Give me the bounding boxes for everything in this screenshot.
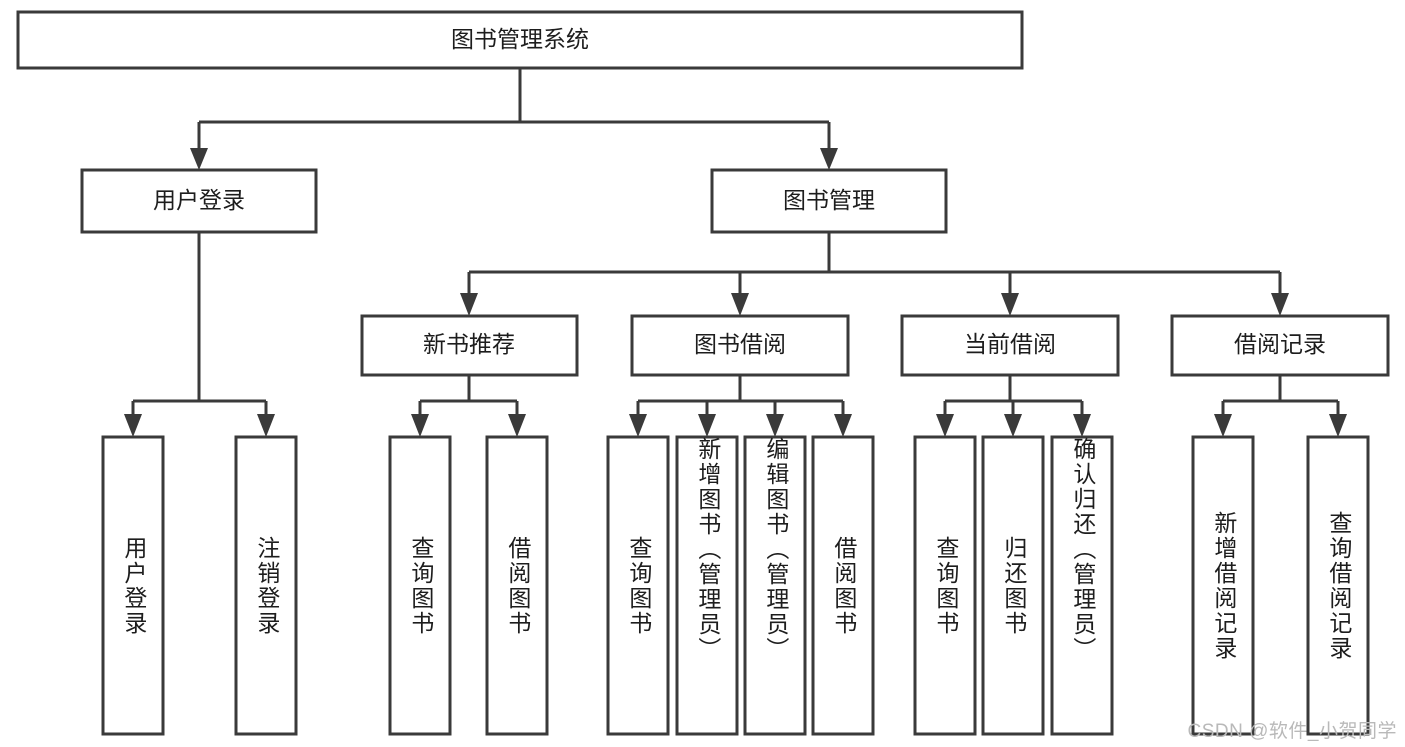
node-root-box[interactable] bbox=[16, 10, 1024, 70]
node-leaf-add-book-box[interactable] bbox=[675, 435, 739, 736]
arrow-head-leaf-edit-book bbox=[766, 414, 784, 437]
node-leaf-add-record-box[interactable] bbox=[1191, 435, 1255, 736]
node-current-borrow-label: 当前借阅 bbox=[964, 331, 1056, 357]
node-book-management-box[interactable] bbox=[710, 168, 948, 234]
arrow-head-leaf-query-book-1 bbox=[411, 414, 429, 437]
node-leaf-borrow-book-2-box[interactable] bbox=[811, 435, 875, 736]
arrow-head-leaf-borrow-book-1 bbox=[508, 414, 526, 437]
node-book-borrow-label: 图书借阅 bbox=[694, 331, 786, 357]
connector-group-new-book-recommend bbox=[411, 375, 526, 437]
node-leaf-query-record-box[interactable] bbox=[1306, 435, 1370, 736]
node-user-login-label: 用户登录 bbox=[153, 187, 245, 213]
node-borrow-record-label: 借阅记录 bbox=[1234, 331, 1326, 357]
node-leaf-borrow-book-1-box[interactable] bbox=[485, 435, 549, 736]
node-leaf-logout-login-box[interactable] bbox=[234, 435, 298, 736]
node-book-borrow-box[interactable] bbox=[630, 314, 850, 377]
arrow-head-book-borrow bbox=[731, 293, 749, 316]
arrow-head-leaf-confirm-return bbox=[1073, 414, 1091, 437]
node-leaf-confirm-return-box[interactable] bbox=[1050, 435, 1114, 736]
arrow-head-leaf-query-record bbox=[1329, 414, 1347, 437]
node-leaf-user-login-box[interactable] bbox=[101, 435, 165, 736]
arrow-head-leaf-logout-login bbox=[257, 414, 275, 437]
node-leaf-return-book-box[interactable] bbox=[981, 435, 1045, 736]
arrow-head-borrow-record bbox=[1271, 293, 1289, 316]
node-leaf-query-book-1-box[interactable] bbox=[388, 435, 452, 736]
arrow-head-leaf-borrow-book-2 bbox=[834, 414, 852, 437]
arrow-head-current-borrow bbox=[1001, 293, 1019, 316]
arrow-head-book-management bbox=[820, 148, 838, 170]
connector-group-book-borrow bbox=[629, 375, 852, 437]
connector-group-book-management bbox=[460, 232, 1289, 316]
arrow-head-leaf-add-record bbox=[1214, 414, 1232, 437]
arrow-head-leaf-query-book-2 bbox=[629, 414, 647, 437]
node-new-book-recommend-label: 新书推荐 bbox=[423, 331, 515, 357]
arrow-head-user-login bbox=[190, 148, 208, 170]
node-current-borrow-box[interactable] bbox=[900, 314, 1120, 377]
connector-group-borrow-record bbox=[1214, 375, 1347, 437]
connector-group-current-borrow bbox=[936, 375, 1091, 437]
arrow-head-leaf-return-book bbox=[1004, 414, 1022, 437]
arrow-head-leaf-add-book bbox=[698, 414, 716, 437]
arrow-head-leaf-query-book-3 bbox=[936, 414, 954, 437]
node-new-book-recommend-box[interactable] bbox=[360, 314, 579, 377]
connector-group-root bbox=[190, 68, 838, 170]
arrow-head-new-book-recommend bbox=[460, 293, 478, 316]
node-leaf-query-book-3-box[interactable] bbox=[913, 435, 977, 736]
node-leaf-edit-book-box[interactable] bbox=[743, 435, 807, 736]
node-root-label: 图书管理系统 bbox=[451, 26, 589, 52]
node-user-login-box[interactable] bbox=[80, 168, 318, 234]
node-book-management-label: 图书管理 bbox=[783, 187, 875, 213]
csdn-watermark: CSDN @软件_小贺同学 bbox=[1187, 721, 1397, 742]
node-borrow-record-box[interactable] bbox=[1170, 314, 1390, 377]
connector-group-user-login bbox=[124, 232, 275, 437]
arrow-head-leaf-user-login bbox=[124, 414, 142, 437]
node-leaf-query-book-2-box[interactable] bbox=[606, 435, 670, 736]
